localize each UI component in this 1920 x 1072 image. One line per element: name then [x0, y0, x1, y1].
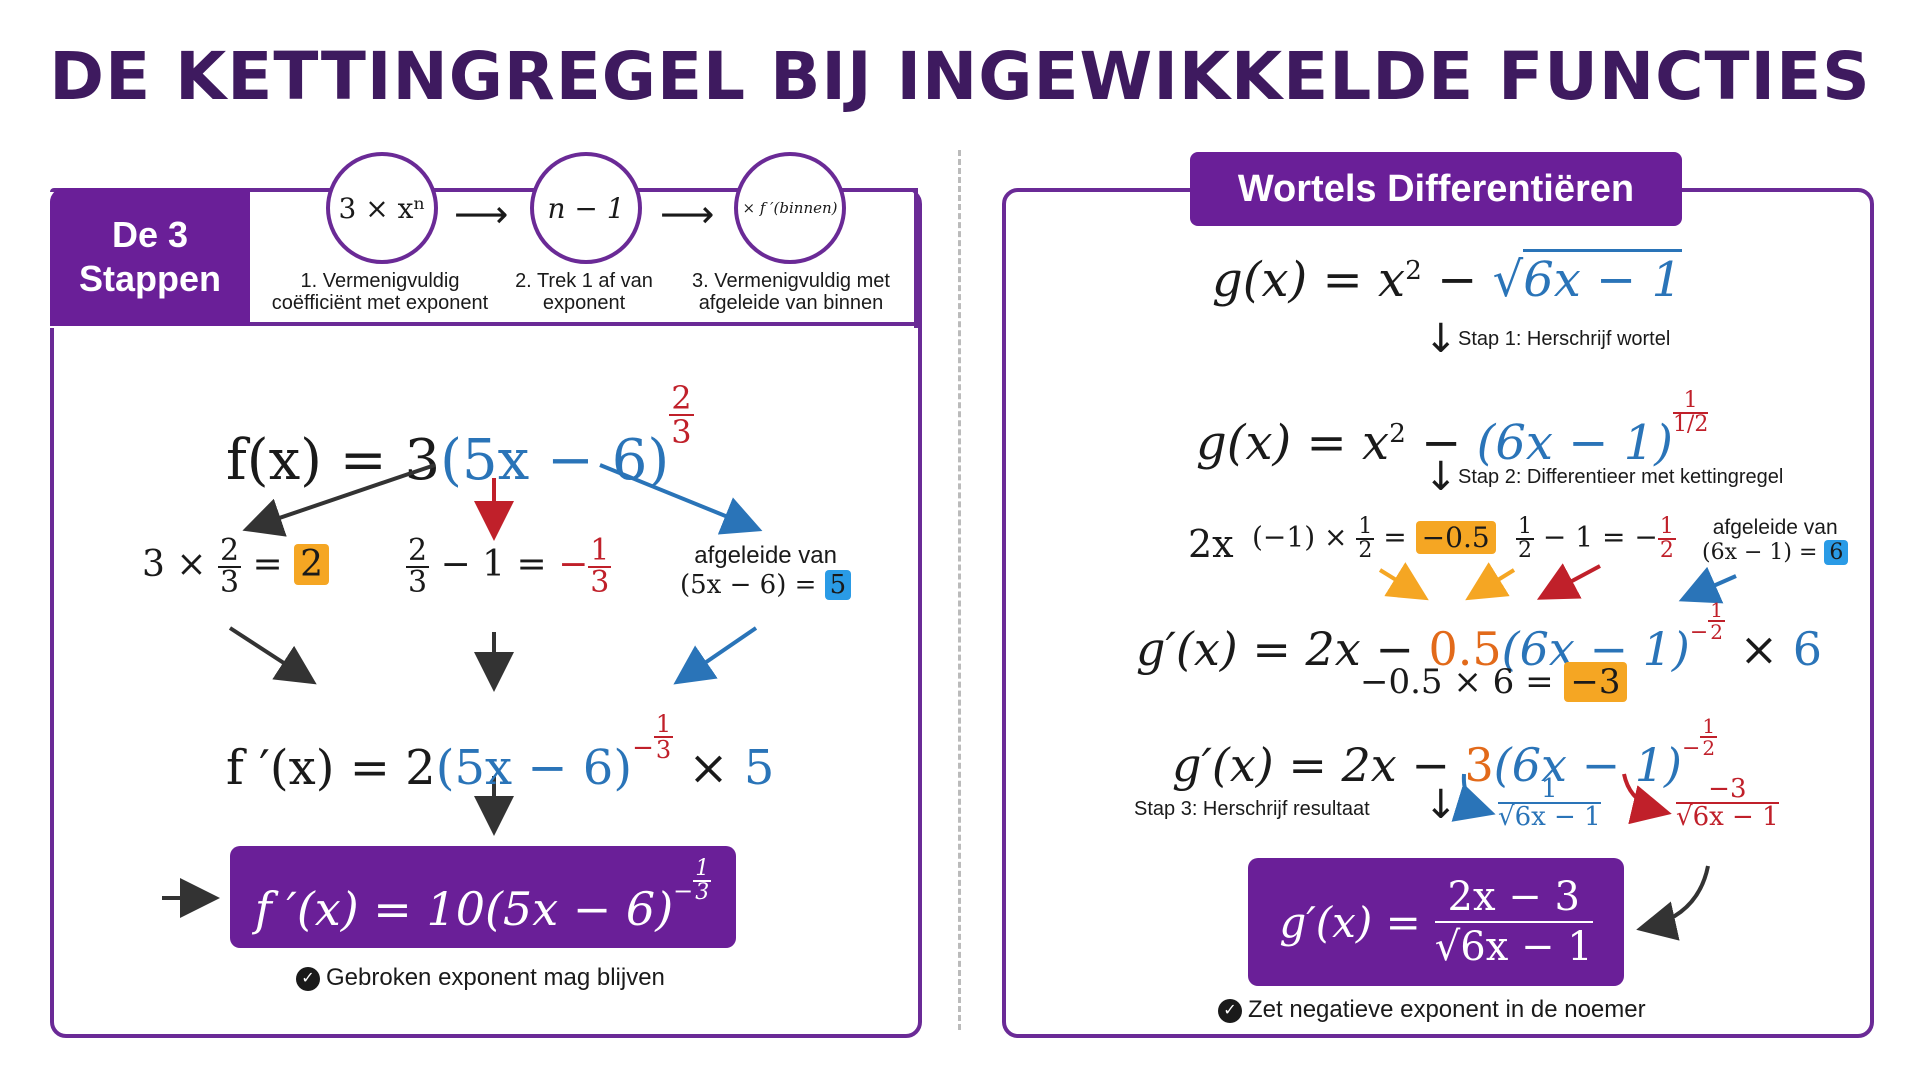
step2-circle: n − 1	[530, 152, 642, 264]
left-header-right	[914, 188, 918, 328]
step1-label: 1. Vermenigvuldig coëfficiënt met expone…	[271, 270, 489, 314]
step2-label-right: Stap 2: Differentieer met kettingregel	[1458, 466, 1784, 488]
right-header-label: Wortels Differentiëren	[1237, 167, 1635, 210]
left-header-top	[50, 188, 918, 192]
step3-label: 3. Vermenigvuldig met afgeleide van binn…	[692, 270, 890, 314]
step3-arrow: ↓	[1424, 782, 1458, 828]
rewrite2: −3√6x − 1	[1676, 774, 1779, 832]
f-lhs: f(x) = 3	[226, 428, 441, 493]
step2-symbol: n − 1	[547, 191, 625, 225]
right-note: ✓Zet negatieve exponent in de noemer	[1218, 996, 1646, 1024]
right-arrows	[1378, 562, 1737, 941]
left-arrows	[162, 463, 763, 918]
step3-circle: × f ′(binnen)	[734, 152, 846, 264]
step3-symbol: × f ′(binnen)	[742, 199, 838, 217]
step1-circle: 3 × xⁿ	[326, 152, 438, 264]
left-note: ✓Gebroken exponent mag blijven	[296, 964, 665, 992]
left-header-tab: De 3 Stappen	[50, 188, 250, 326]
arrow-step2-3: ⟶	[660, 192, 715, 236]
right-calc-deriv: afgeleide van (6x − 1) = 6	[1702, 516, 1849, 565]
calc3: afgeleide van (5x − 6) = 5	[680, 542, 852, 600]
right-header-tab: Wortels Differentiëren	[1190, 152, 1682, 226]
step1-arrow: ↓	[1424, 316, 1458, 362]
left-header-label: De 3 Stappen	[78, 214, 221, 299]
arrow-step1-2: ⟶	[454, 192, 509, 236]
step2-label: 2. Trek 1 af van exponent	[515, 270, 653, 314]
calc3-result: 5	[824, 570, 852, 600]
left-header-line	[50, 322, 918, 326]
check-icon: ✓	[296, 966, 320, 991]
rewrite1: 1√6x − 1	[1498, 774, 1601, 832]
page-title: DE KETTINGREGEL BIJ INGEWIKKELDE FUNCTIE…	[49, 38, 1871, 115]
g1-equation: g(x) = x2 − √6x − 1	[1212, 249, 1683, 308]
divider	[958, 150, 961, 1030]
step3-label-right: Stap 3: Herschrijf resultaat	[1134, 798, 1370, 820]
calc1-result: 2	[294, 544, 330, 585]
f-inner: (5x − 6)	[440, 428, 670, 493]
right-result-box: g′(x) = 2x − 3√6x − 1	[1248, 858, 1624, 986]
right-calc-2x: 2x	[1188, 522, 1234, 566]
step2-arrow: ↓	[1424, 454, 1458, 500]
step1-symbol: 3 × xⁿ	[338, 191, 426, 225]
check-icon: ✓	[1218, 998, 1242, 1023]
step1-label-right: Stap 1: Herschrijf wortel	[1458, 328, 1671, 350]
product-line: −0.5 × 6 = −3	[1360, 662, 1627, 702]
